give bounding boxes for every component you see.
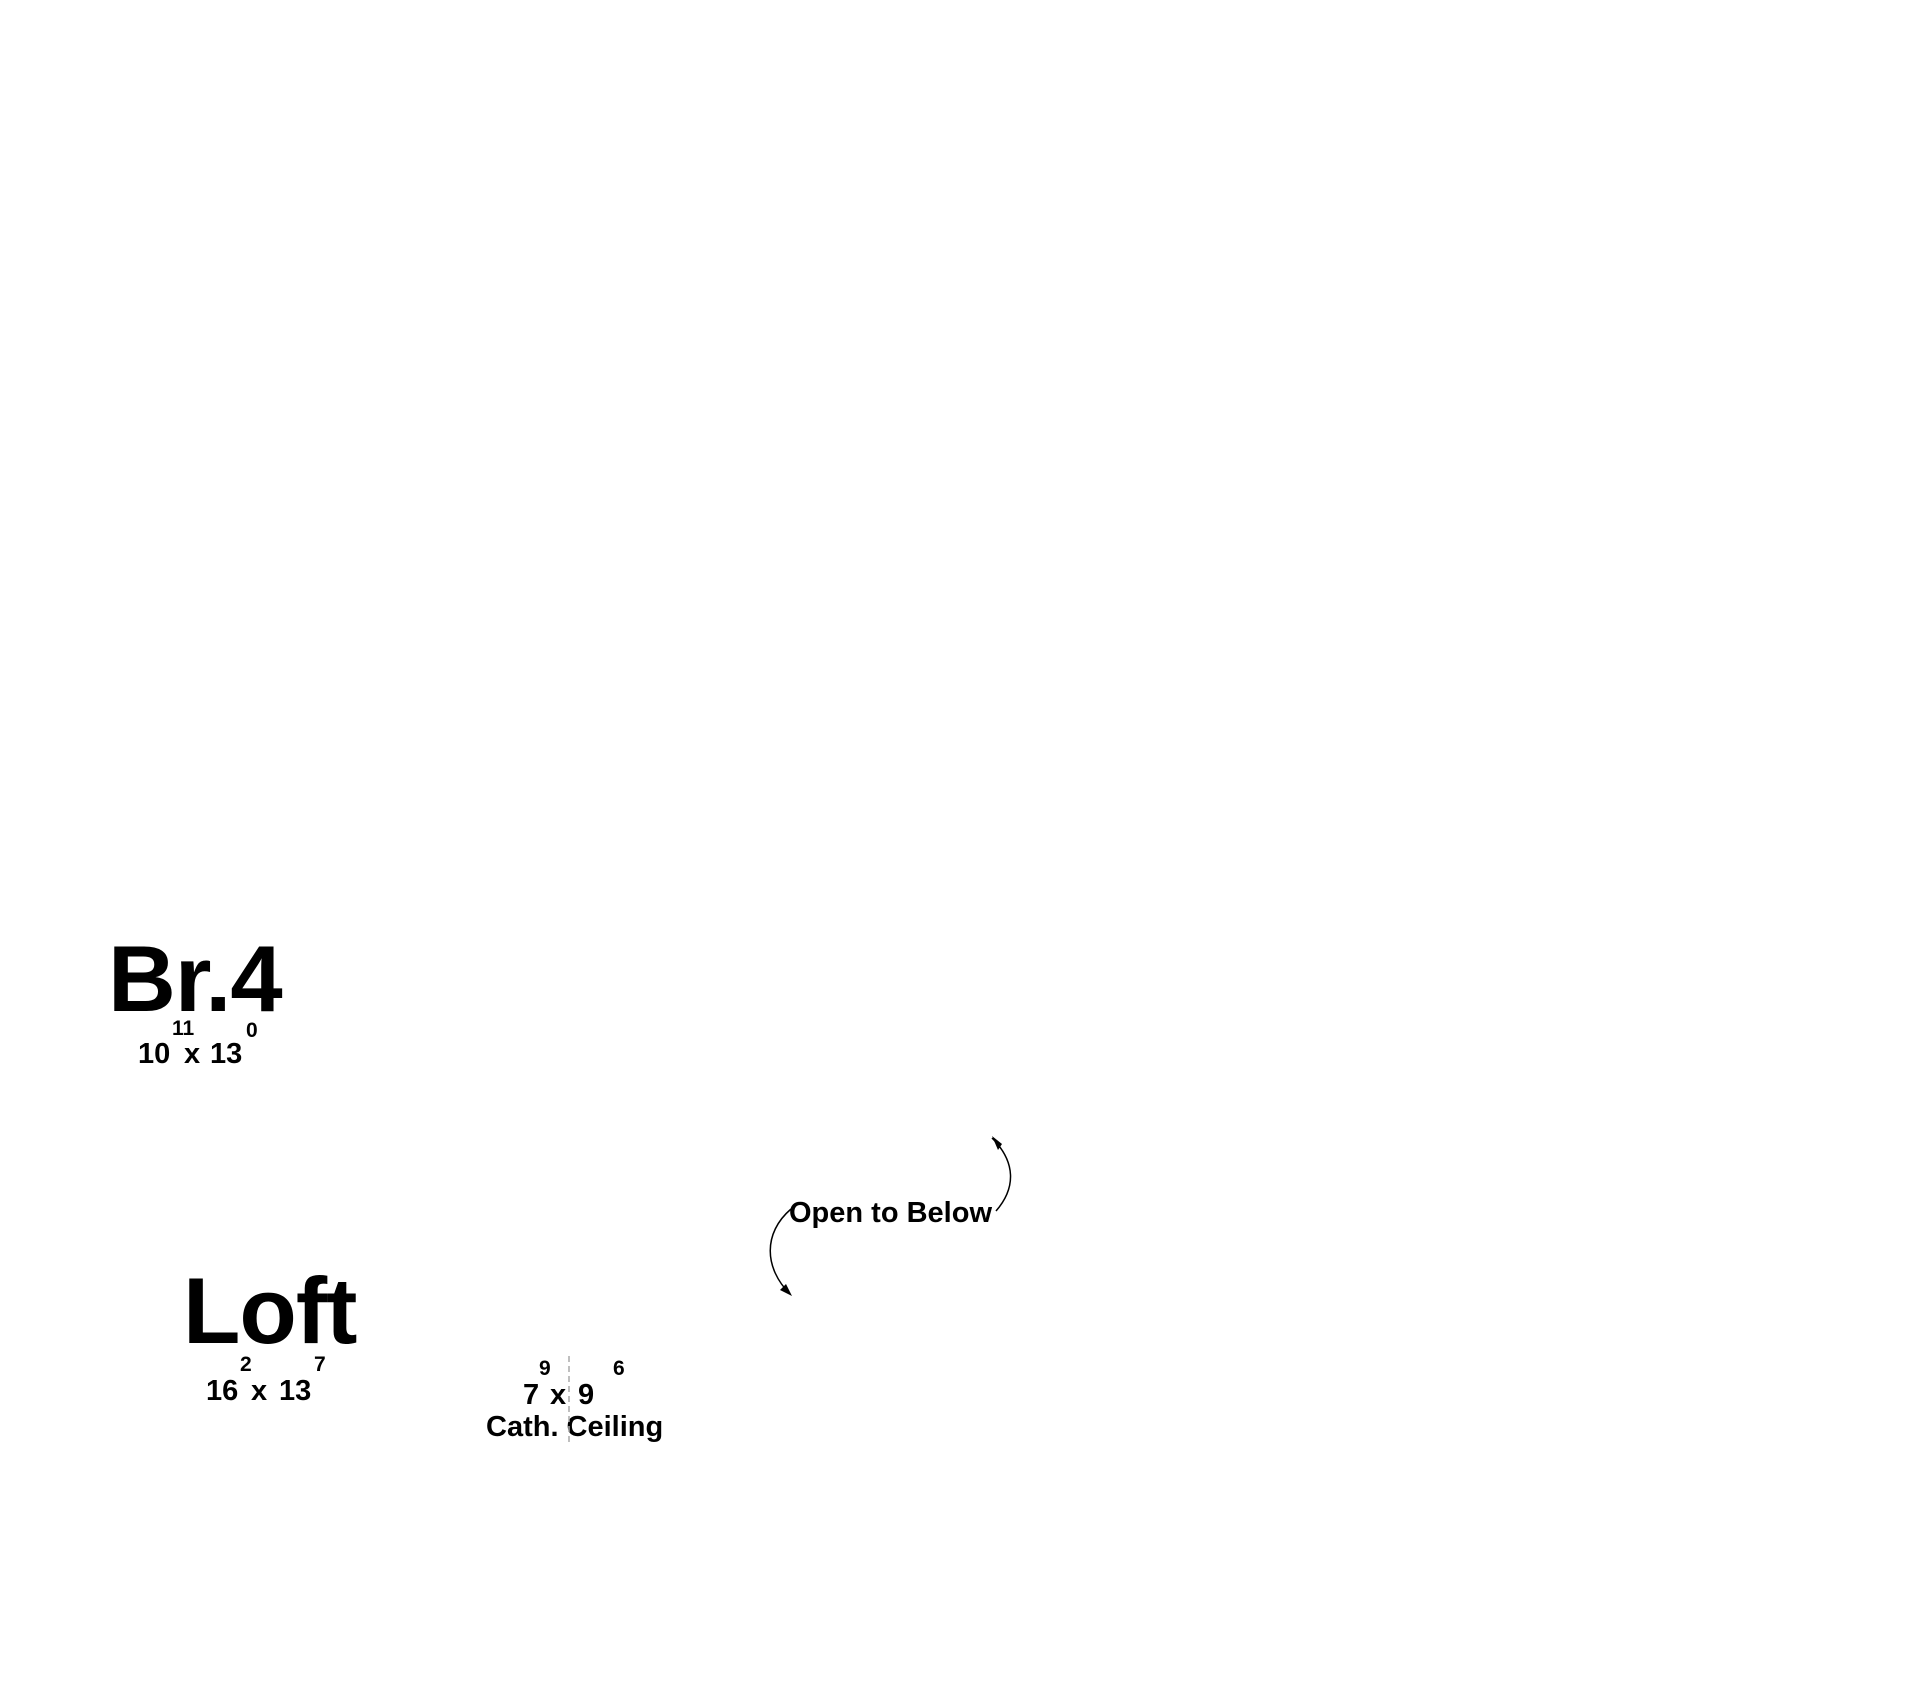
length-feet: 13	[210, 1038, 243, 1070]
width-inches: 9	[539, 1357, 551, 1380]
length-inches: 7	[314, 1353, 326, 1376]
width-feet: 16	[206, 1375, 239, 1407]
length-feet: 13	[279, 1375, 312, 1407]
dimension-separator: x	[251, 1375, 268, 1407]
dimension-separator: x	[184, 1038, 201, 1070]
cathedral-ceiling-note: Cath. Ceiling	[486, 1411, 664, 1443]
length-inches: 6	[613, 1357, 625, 1380]
dimension-separator: x	[550, 1379, 567, 1411]
arrowhead-down	[780, 1284, 792, 1296]
arrowhead-up	[992, 1136, 1002, 1150]
width-inches: 2	[240, 1353, 252, 1376]
width-feet: 10	[138, 1038, 171, 1070]
length-inches: 0	[246, 1019, 258, 1042]
length-feet: 9	[578, 1379, 595, 1411]
width-inches: 11	[172, 1017, 195, 1040]
width-feet: 7	[523, 1379, 540, 1411]
arc-arrow-down	[769, 1208, 792, 1295]
room-name-br4: Br.4	[108, 926, 283, 1031]
arc-arrow-up	[991, 1137, 1012, 1212]
open-to-below-label: Open to Below	[789, 1197, 992, 1229]
room-name-loft: Loft	[183, 1258, 357, 1363]
